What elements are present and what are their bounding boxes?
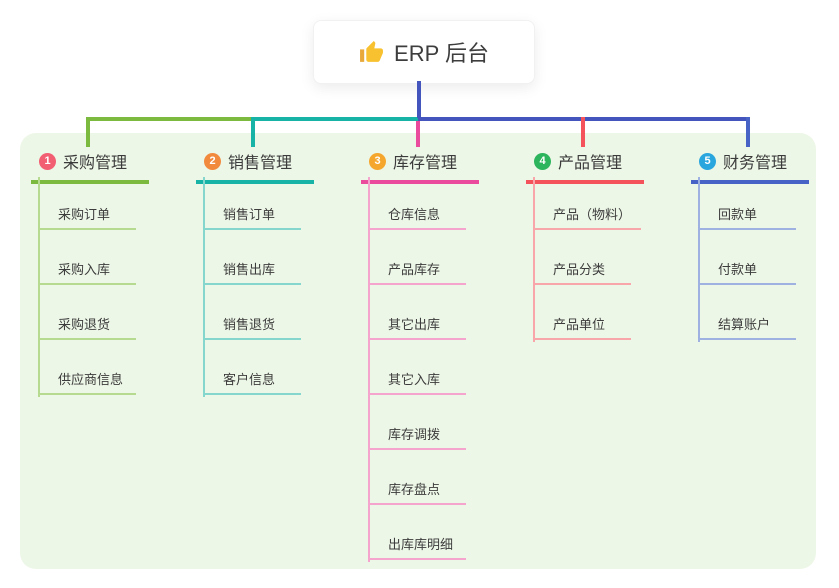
child-label: 供应商信息 <box>58 372 124 387</box>
branch-node-5[interactable]: 5 财务管理 <box>691 149 809 184</box>
connector-bus-segment-2 <box>252 117 418 121</box>
branch-node-3[interactable]: 3 库存管理 <box>361 149 479 184</box>
child-node[interactable]: 供应商信息 <box>38 369 136 395</box>
child-node[interactable]: 采购入库 <box>38 259 136 285</box>
child-label: 产品（物料） <box>553 207 632 222</box>
branch-spine-1 <box>38 177 40 397</box>
child-node[interactable]: 出库库明细 <box>368 534 466 560</box>
child-label: 付款单 <box>718 262 758 277</box>
child-node[interactable]: 仓库信息 <box>368 204 466 230</box>
child-node[interactable]: 库存盘点 <box>368 479 466 505</box>
child-node[interactable]: 产品单位 <box>533 314 631 340</box>
branch-spine-2 <box>203 177 205 397</box>
child-node[interactable]: 库存调拨 <box>368 424 466 450</box>
child-node[interactable]: 采购订单 <box>38 204 136 230</box>
branch-label: 财务管理 <box>723 155 788 172</box>
child-node[interactable]: 销售订单 <box>203 204 301 230</box>
child-node[interactable]: 结算账户 <box>698 314 796 340</box>
child-label: 销售出库 <box>223 262 276 277</box>
child-node[interactable]: 其它入库 <box>368 369 466 395</box>
thumbs-up-icon <box>359 40 384 65</box>
child-label: 仓库信息 <box>388 207 441 222</box>
branch-node-2[interactable]: 2 销售管理 <box>196 149 314 184</box>
branch-label: 产品管理 <box>558 155 623 172</box>
connector-drop-3 <box>416 121 420 147</box>
priority-4-badge-icon: 4 <box>534 152 551 170</box>
branch-spine-5 <box>698 177 700 342</box>
branch-label: 库存管理 <box>393 155 458 172</box>
child-label: 销售订单 <box>223 207 276 222</box>
child-node[interactable]: 其它出库 <box>368 314 466 340</box>
branch-spine-4 <box>533 177 535 342</box>
child-label: 产品分类 <box>553 262 606 277</box>
child-label: 采购退货 <box>58 317 111 332</box>
child-label: 库存盘点 <box>388 482 441 497</box>
child-label: 其它出库 <box>388 317 441 332</box>
connector-drop-5 <box>746 117 750 147</box>
branch-label: 采购管理 <box>63 155 128 172</box>
root-label: ERP 后台 <box>394 41 489 66</box>
priority-2-badge-icon: 2 <box>204 152 221 170</box>
child-node[interactable]: 销售出库 <box>203 259 301 285</box>
branch-label: 销售管理 <box>228 155 293 172</box>
child-node[interactable]: 产品分类 <box>533 259 631 285</box>
branches-panel <box>20 133 816 569</box>
connector-drop-2 <box>251 117 255 147</box>
child-label: 采购订单 <box>58 207 111 222</box>
child-label: 客户信息 <box>223 372 276 387</box>
priority-3-badge-icon: 3 <box>369 152 386 170</box>
root-node[interactable]: ERP 后台 <box>313 20 535 84</box>
connector-drop-4 <box>581 117 585 147</box>
priority-1-badge-icon: 1 <box>39 152 56 170</box>
child-label: 销售退货 <box>223 317 276 332</box>
child-label: 采购入库 <box>58 262 111 277</box>
child-label: 结算账户 <box>718 317 771 332</box>
child-node[interactable]: 采购退货 <box>38 314 136 340</box>
branch-node-4[interactable]: 4 产品管理 <box>526 149 644 184</box>
child-label: 库存调拨 <box>388 427 441 442</box>
child-node[interactable]: 回款单 <box>698 204 796 230</box>
child-node[interactable]: 付款单 <box>698 259 796 285</box>
branch-spine-3 <box>368 177 370 562</box>
child-label: 其它入库 <box>388 372 441 387</box>
child-label: 产品单位 <box>553 317 606 332</box>
child-label: 回款单 <box>718 207 758 222</box>
connector-bus-segment-1 <box>88 117 252 121</box>
connector-drop-1 <box>86 117 90 147</box>
child-label: 出库库明细 <box>388 537 454 552</box>
child-node[interactable]: 销售退货 <box>203 314 301 340</box>
branch-node-1[interactable]: 1 采购管理 <box>31 149 149 184</box>
child-node[interactable]: 客户信息 <box>203 369 301 395</box>
child-label: 产品库存 <box>388 262 441 277</box>
child-node[interactable]: 产品库存 <box>368 259 466 285</box>
root-connector-line <box>417 81 421 118</box>
child-node[interactable]: 产品（物料） <box>533 204 642 230</box>
priority-5-badge-icon: 5 <box>699 152 716 170</box>
